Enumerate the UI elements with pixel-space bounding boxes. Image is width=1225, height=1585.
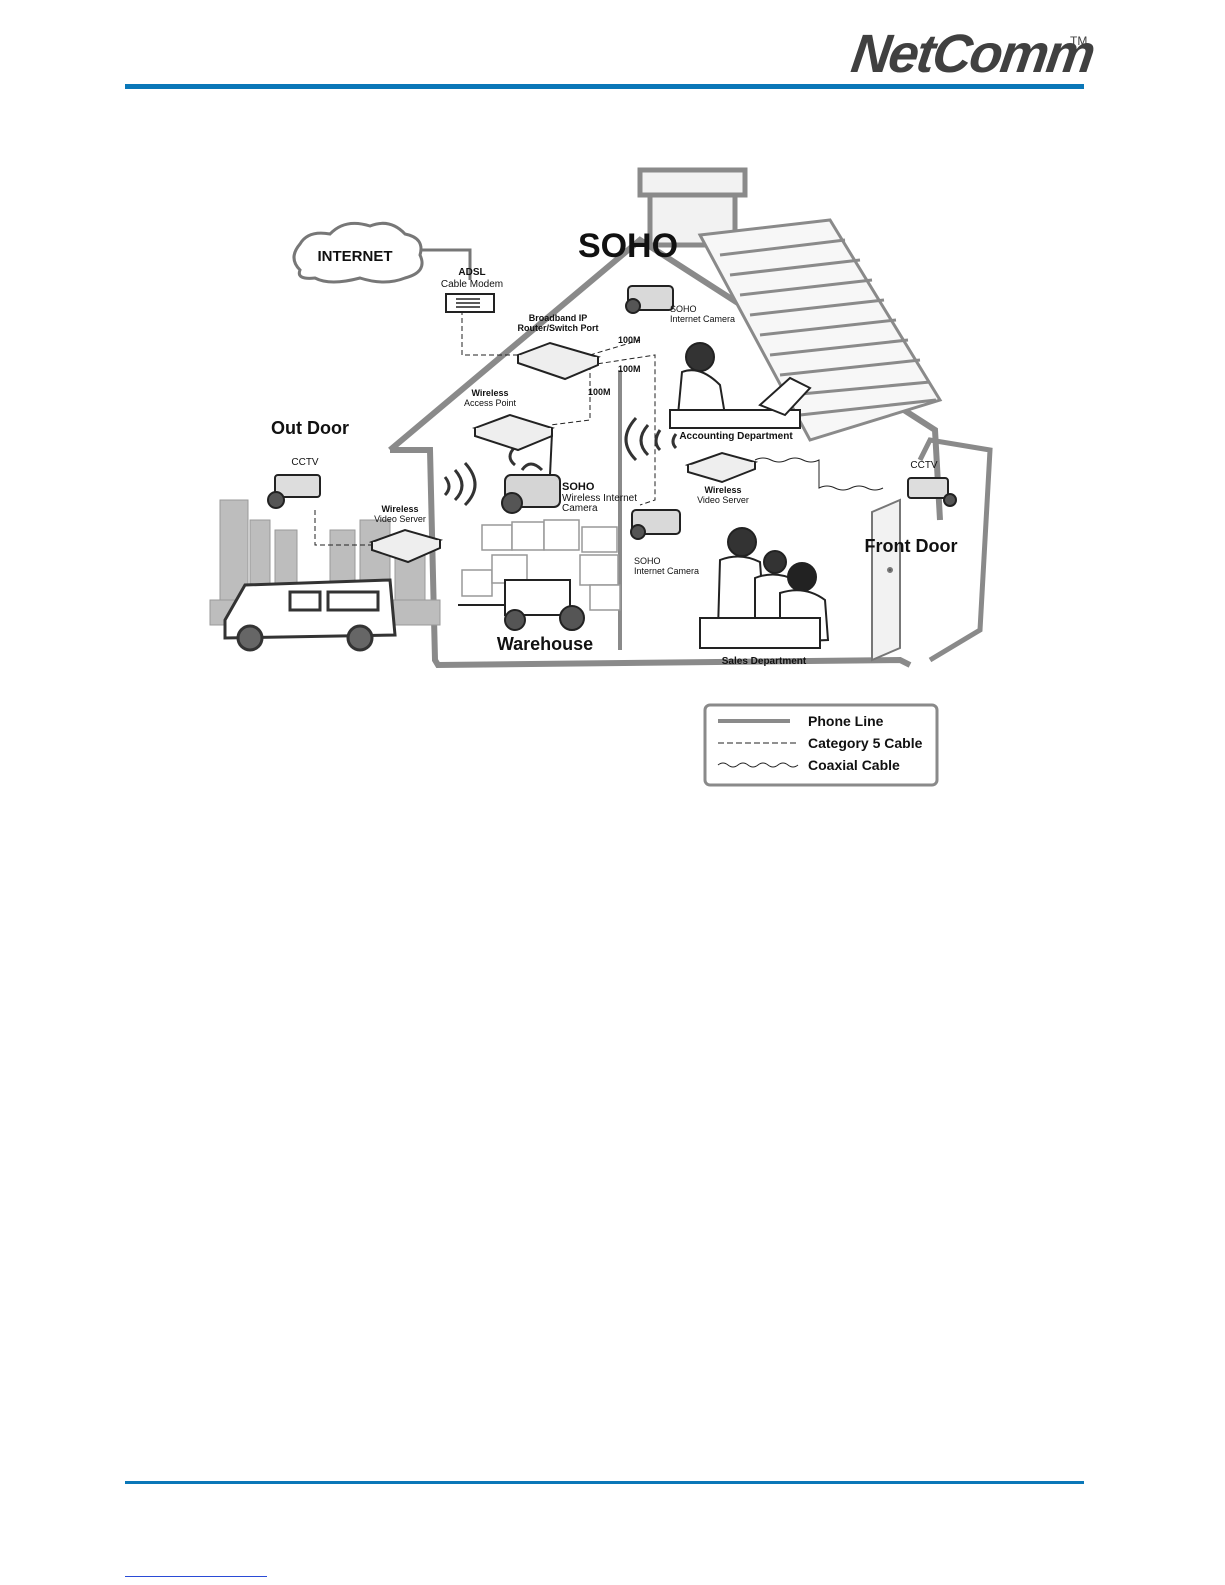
adsl-modem-device <box>445 293 495 313</box>
link-label-3: 100M <box>588 387 611 397</box>
wireless-camera-label-2: Wireless Internet <box>562 493 637 504</box>
logo-trademark: TM <box>1070 34 1088 48</box>
access-point-label-1: Wireless <box>472 388 509 398</box>
legend-label-cat5: Category 5 Cable <box>808 735 923 751</box>
footer-link-underline <box>125 1576 267 1577</box>
forklift-illustration <box>458 579 585 631</box>
wireless-camera-device <box>501 432 561 514</box>
right-wall <box>917 437 993 663</box>
router-label-1: Broadband IP <box>529 313 588 323</box>
front-door-illustration <box>871 498 901 662</box>
video-server-left-label-1: Wireless <box>382 504 419 514</box>
video-server-right-label-2: Video Server <box>697 495 749 505</box>
cctv-left-label: CCTV <box>291 457 319 468</box>
internet-camera-top <box>625 285 674 314</box>
internet-cloud: INTERNET <box>292 221 424 284</box>
camera-mid-label-1: SOHO <box>634 556 661 566</box>
camera-top-label-1: SOHO <box>670 304 697 314</box>
soho-title: SOHO <box>578 227 678 265</box>
camera-top-label-2: Internet Camera <box>670 314 735 324</box>
warehouse-label: Warehouse <box>497 634 593 654</box>
wireless-camera-label-1: SOHO <box>562 481 595 493</box>
accounting-person <box>669 342 812 429</box>
internet-label: INTERNET <box>318 248 393 265</box>
van-illustration <box>223 578 397 652</box>
wireless-camera-label-3: Camera <box>562 503 598 514</box>
link-label-2: 100M <box>618 364 641 374</box>
internet-camera-mid <box>630 509 681 540</box>
video-server-left-device <box>368 528 444 564</box>
router-label-2: Router/Switch Port <box>517 323 598 333</box>
modem-label-1: ADSL <box>458 267 485 278</box>
modem-label-2: Cable Modem <box>441 279 503 290</box>
header-rule <box>125 84 1084 89</box>
cctv-right-device <box>907 477 957 507</box>
soho-network-diagram: INTERNET ADSL Cable Modem <box>209 167 993 787</box>
front-door-label: Front Door <box>865 536 958 556</box>
legend-label-coax: Coaxial Cable <box>808 757 900 773</box>
access-point-label-2: Access Point <box>464 398 517 408</box>
netcomm-logo: NetComm TM <box>848 24 1097 84</box>
router-device <box>515 341 601 381</box>
roof-side <box>697 218 943 442</box>
category5-cables <box>314 310 656 546</box>
cctv-left-device <box>267 474 321 509</box>
phone-line <box>422 248 472 280</box>
video-server-left-label-2: Video Server <box>374 514 426 524</box>
legend-label-phone: Phone Line <box>808 713 884 729</box>
footer-rule <box>125 1481 1084 1484</box>
video-server-right-label-1: Wireless <box>705 485 742 495</box>
camera-mid-label-2: Internet Camera <box>634 566 699 576</box>
legend: Phone Line Category 5 Cable Coaxial Cabl… <box>703 703 939 787</box>
video-server-right-device <box>684 451 759 484</box>
cctv-right-label: CCTV <box>910 460 938 471</box>
sales-label: Sales Department <box>722 656 807 667</box>
coaxial-cable <box>754 457 884 491</box>
legend-swatch-coax <box>717 762 799 768</box>
out-door-label: Out Door <box>271 418 349 438</box>
wireless-waves <box>443 416 678 507</box>
link-label-1: 100M <box>618 335 641 345</box>
access-point-device <box>471 413 555 452</box>
accounting-label: Accounting Department <box>679 431 793 442</box>
sales-people-illustration <box>699 527 830 649</box>
logo-wordmark: NetComm <box>847 24 1098 84</box>
